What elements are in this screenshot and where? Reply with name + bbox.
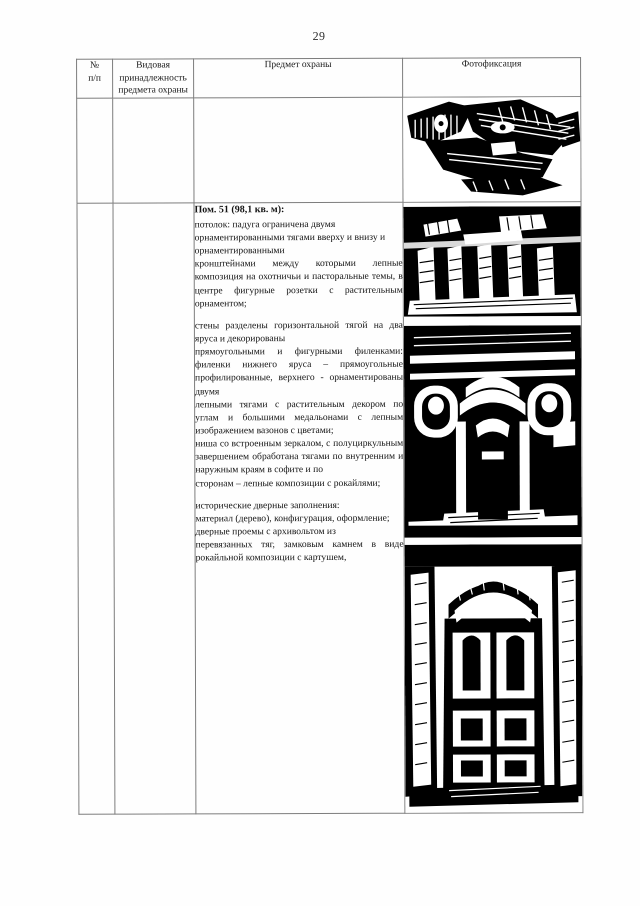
column-header-subject-line1: Предмет охраны <box>264 59 332 71</box>
column-header-number: № п/п <box>76 59 113 99</box>
table-row: Пом. 51 (98,1 кв. м): потолок: падуга ог… <box>77 201 583 815</box>
row-photo-cell <box>402 201 583 814</box>
ceiling-stucco-photo <box>403 97 581 202</box>
column-header-category-line3: предмета охраны <box>118 85 188 97</box>
subject-paragraph: ниша со встроенным зеркалом, с полуцирку… <box>195 437 404 476</box>
subject-paragraph: орнаментированными тягами вверху и внизу… <box>194 231 386 244</box>
row-category-cell <box>113 203 196 815</box>
column-header-category: Видовая принадлежность предмета охраны <box>112 58 194 99</box>
subject-paragraph: материал (дерево), конфигурация, оформле… <box>195 512 390 525</box>
interior-hall-photo <box>403 206 581 317</box>
subject-paragraph: кронштейнами между которыми лепные компо… <box>194 258 403 310</box>
subject-paragraph: орнаментированными <box>194 245 285 257</box>
subject-paragraph: стены разделены горизонтальной тягой на … <box>194 319 403 345</box>
column-header-category-line1: Видовая <box>136 60 171 71</box>
table-header-row: № п/п Видовая принадлежность предмета ох… <box>76 57 581 99</box>
column-header-number-line2: п/п <box>88 73 102 84</box>
row-subject-cell <box>193 97 403 204</box>
row-category-cell <box>112 98 195 204</box>
subject-paragraph: потолок: падуга ограничена двумя <box>194 218 336 231</box>
subject-paragraph: прямоугольными и фигурными филенками: фи… <box>194 345 404 397</box>
column-header-category-line2: принадлежность <box>119 73 187 84</box>
subject-paragraph: лепными тягами с растительным декором по… <box>195 398 404 437</box>
subject-paragraph: дверные проемы с архивольтом из <box>195 525 336 538</box>
historic-double-door-photo <box>404 544 583 813</box>
column-header-photo-line1: Фотофиксация <box>461 59 522 70</box>
row-number-cell <box>76 98 114 204</box>
subject-paragraph: исторические дверные заполнения: <box>195 499 340 512</box>
arched-niche-mirror-photo <box>403 325 582 538</box>
row-subject-cell: Пом. 51 (98,1 кв. м): потолок: падуга ог… <box>194 202 405 815</box>
subject-paragraph: перевязанных тяг, замковым камнем в виде… <box>195 538 404 564</box>
page-number: 29 <box>312 28 326 44</box>
subject-paragraph: сторонам – лепные композиции с рокайлями… <box>195 477 381 489</box>
column-header-photo: Фотофиксация <box>402 57 581 98</box>
room-heading: Пом. 51 (98,1 кв. м): <box>194 204 285 216</box>
table-row <box>76 96 581 204</box>
row-photo-cell <box>402 96 581 203</box>
protection-subject-table: № п/п Видовая принадлежность предмета ох… <box>76 57 583 815</box>
column-header-subject: Предмет охраны <box>193 58 403 99</box>
column-header-number-line1: № <box>90 60 100 71</box>
row-number-cell <box>77 203 115 815</box>
